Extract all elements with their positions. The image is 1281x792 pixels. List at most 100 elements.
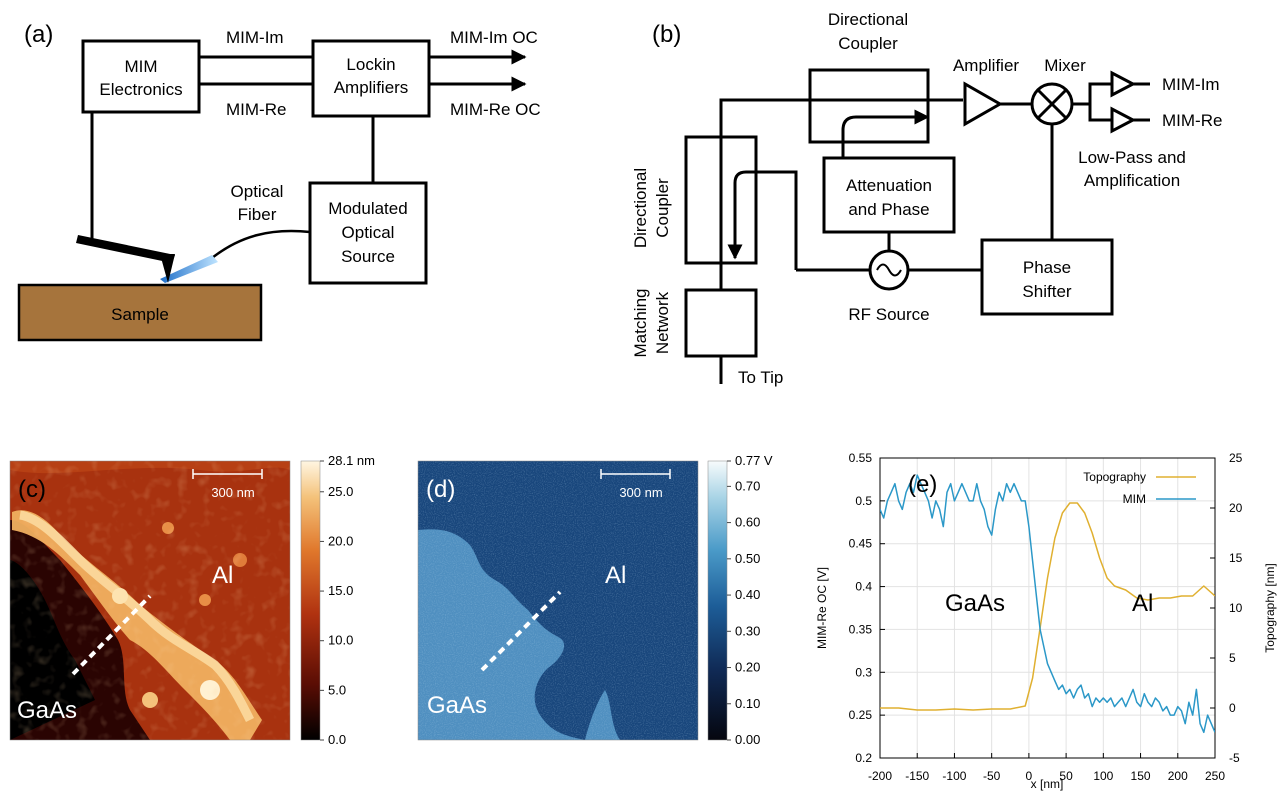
match-label-2: Network xyxy=(653,291,672,354)
lockin-label-2: Amplifiers xyxy=(334,78,409,97)
dc-top-label-1: Directional xyxy=(828,10,908,29)
colorbar-c-tick-label: 28.1 nm xyxy=(328,453,375,468)
y2-tick-label: 15 xyxy=(1229,551,1243,565)
mim-re-out-label: MIM-Re xyxy=(1162,111,1222,130)
optical-fiber-label-2: Fiber xyxy=(238,205,277,224)
x-tick-label: 50 xyxy=(1059,769,1073,783)
scalebar-c-label: 300 nm xyxy=(211,485,254,500)
panel-b: (b) Directional Coupler Directional Coup… xyxy=(631,10,1222,387)
linecut-c xyxy=(71,594,152,676)
laser-beam xyxy=(160,255,218,283)
panel-e-tag: (e) xyxy=(908,471,937,498)
optical-fiber-label-1: Optical xyxy=(231,182,284,201)
y2-tick-label: 20 xyxy=(1229,501,1243,515)
shifter-label-1: Phase xyxy=(1023,258,1071,277)
atten-to-coupler-arrow xyxy=(841,109,930,158)
attenuation-phase-box xyxy=(822,156,956,234)
plot-frame xyxy=(879,457,1216,759)
region-al-c: Al xyxy=(212,562,233,589)
colorbar-d-ticks: 0.77 V0.700.600.500.400.300.200.100.00 xyxy=(727,453,773,747)
panel-d: (d) 300 nm Al GaAs 0.77 V0.700.600.500.4… xyxy=(417,453,773,747)
scalebar-d-label: 300 nm xyxy=(619,485,662,500)
region-gaas-e: GaAs xyxy=(945,590,1005,617)
series-line-topography xyxy=(880,502,1215,711)
x-tick-label: 200 xyxy=(1168,769,1188,783)
chart-series xyxy=(880,474,1215,734)
colorbar-c-tick-label: 15.0 xyxy=(328,583,353,598)
mixer-re-line xyxy=(1088,104,1112,122)
rf-to-coupler-arrow xyxy=(727,170,798,270)
legend-label: MIM xyxy=(1123,492,1146,506)
optical-fiber-line xyxy=(211,229,311,259)
x-tick-label: -150 xyxy=(905,769,929,783)
y2-axis-label: Topography [nm] xyxy=(1263,563,1277,652)
mim-im-oc-label: MIM-Im OC xyxy=(450,28,538,47)
y2-tick-label: 5 xyxy=(1229,651,1236,665)
to-tip-label: To Tip xyxy=(738,368,783,387)
x-tick-label: -50 xyxy=(983,769,1001,783)
colorbar-c-tick-label: 5.0 xyxy=(328,682,346,697)
mod-source-label-2: Optical xyxy=(342,223,395,242)
mixer-im-line xyxy=(1072,82,1112,106)
colorbar-d-tick-label: 0.60 xyxy=(735,515,760,530)
x-tick-label: 0 xyxy=(1026,769,1033,783)
main-signal-line xyxy=(719,98,963,290)
re-amplifier-triangle xyxy=(1110,106,1137,134)
linecut-d xyxy=(480,590,562,672)
mim-re-label: MIM-Re xyxy=(226,100,286,119)
mim-im-out-label: MIM-Im xyxy=(1162,75,1220,94)
sample-label: Sample xyxy=(111,305,169,324)
phase-shifter-box xyxy=(980,238,1114,316)
mod-source-label-1: Modulated xyxy=(328,199,407,218)
colorbar-d-tick-label: 0.77 V xyxy=(735,453,773,468)
panel-a-tag: (a) xyxy=(24,21,53,48)
region-gaas-c: GaAs xyxy=(17,697,77,724)
colorbar-c-tick-label: 20.0 xyxy=(328,533,353,548)
colorbar-c-tick-label: 0.0 xyxy=(328,732,346,747)
colorbar-c-tick-label: 25.0 xyxy=(328,484,353,499)
atten-label-2: and Phase xyxy=(848,200,929,219)
colorbar-d-tick-label: 0.20 xyxy=(735,660,760,675)
modulated-source-box xyxy=(308,181,428,285)
colorbar-d-tick-label: 0.50 xyxy=(735,551,760,566)
mim-electronics-label-1: MIM xyxy=(124,57,157,76)
matching-network-box xyxy=(684,288,758,358)
lowpass-label-1: Low-Pass and xyxy=(1078,148,1186,167)
mixer-cross-2 xyxy=(1036,88,1068,120)
y-tick-label: 0.25 xyxy=(849,708,873,722)
colorbar-c-tick-label: 10.0 xyxy=(328,633,353,648)
amplifier-triangle xyxy=(963,81,1004,127)
dc-left-label-1: Directional xyxy=(631,168,650,248)
panel-c: (c) 300 nm Al GaAs 28.1 nm 25.0 20.0 15.0 10… xyxy=(9,453,375,747)
colorbar-d-tick-label: 0.10 xyxy=(735,696,760,711)
mod-source-label-3: Source xyxy=(341,247,395,266)
atten-label-1: Attenuation xyxy=(846,176,932,195)
x-tick-label: -100 xyxy=(942,769,966,783)
rf-source-label: RF Source xyxy=(848,305,929,324)
y-tick-label: 0.55 xyxy=(849,451,873,465)
mim-im-label: MIM-Im xyxy=(226,28,284,47)
cantilever xyxy=(76,235,175,263)
x-tick-label: 250 xyxy=(1205,769,1225,783)
lockin-label-1: Lockin xyxy=(346,55,395,74)
colorbar-d-tick-label: 0.40 xyxy=(735,587,760,602)
x-tick-label: -200 xyxy=(868,769,892,783)
x-axis-label: x [nm] xyxy=(1031,777,1064,791)
colorbar-c-ticks: 28.1 nm 25.0 20.0 15.0 10.0 5.0 0.0 xyxy=(320,453,375,747)
colorbar-c xyxy=(300,460,321,741)
x-tick-label: 100 xyxy=(1093,769,1113,783)
mim-electronics-box xyxy=(81,39,201,114)
y-tick-label: 0.2 xyxy=(855,751,872,765)
sample-block xyxy=(17,283,263,342)
lockin-amplifiers-box xyxy=(311,39,431,118)
panel-c-tag: (c) xyxy=(18,476,46,503)
region-al-e: Al xyxy=(1132,590,1153,617)
lowpass-label-2: Amplification xyxy=(1084,171,1180,190)
series-line-mim xyxy=(880,474,1215,734)
region-gaas-d: GaAs xyxy=(427,692,487,719)
y-tick-label: 0.35 xyxy=(849,622,873,636)
mixer-label: Mixer xyxy=(1044,56,1086,75)
